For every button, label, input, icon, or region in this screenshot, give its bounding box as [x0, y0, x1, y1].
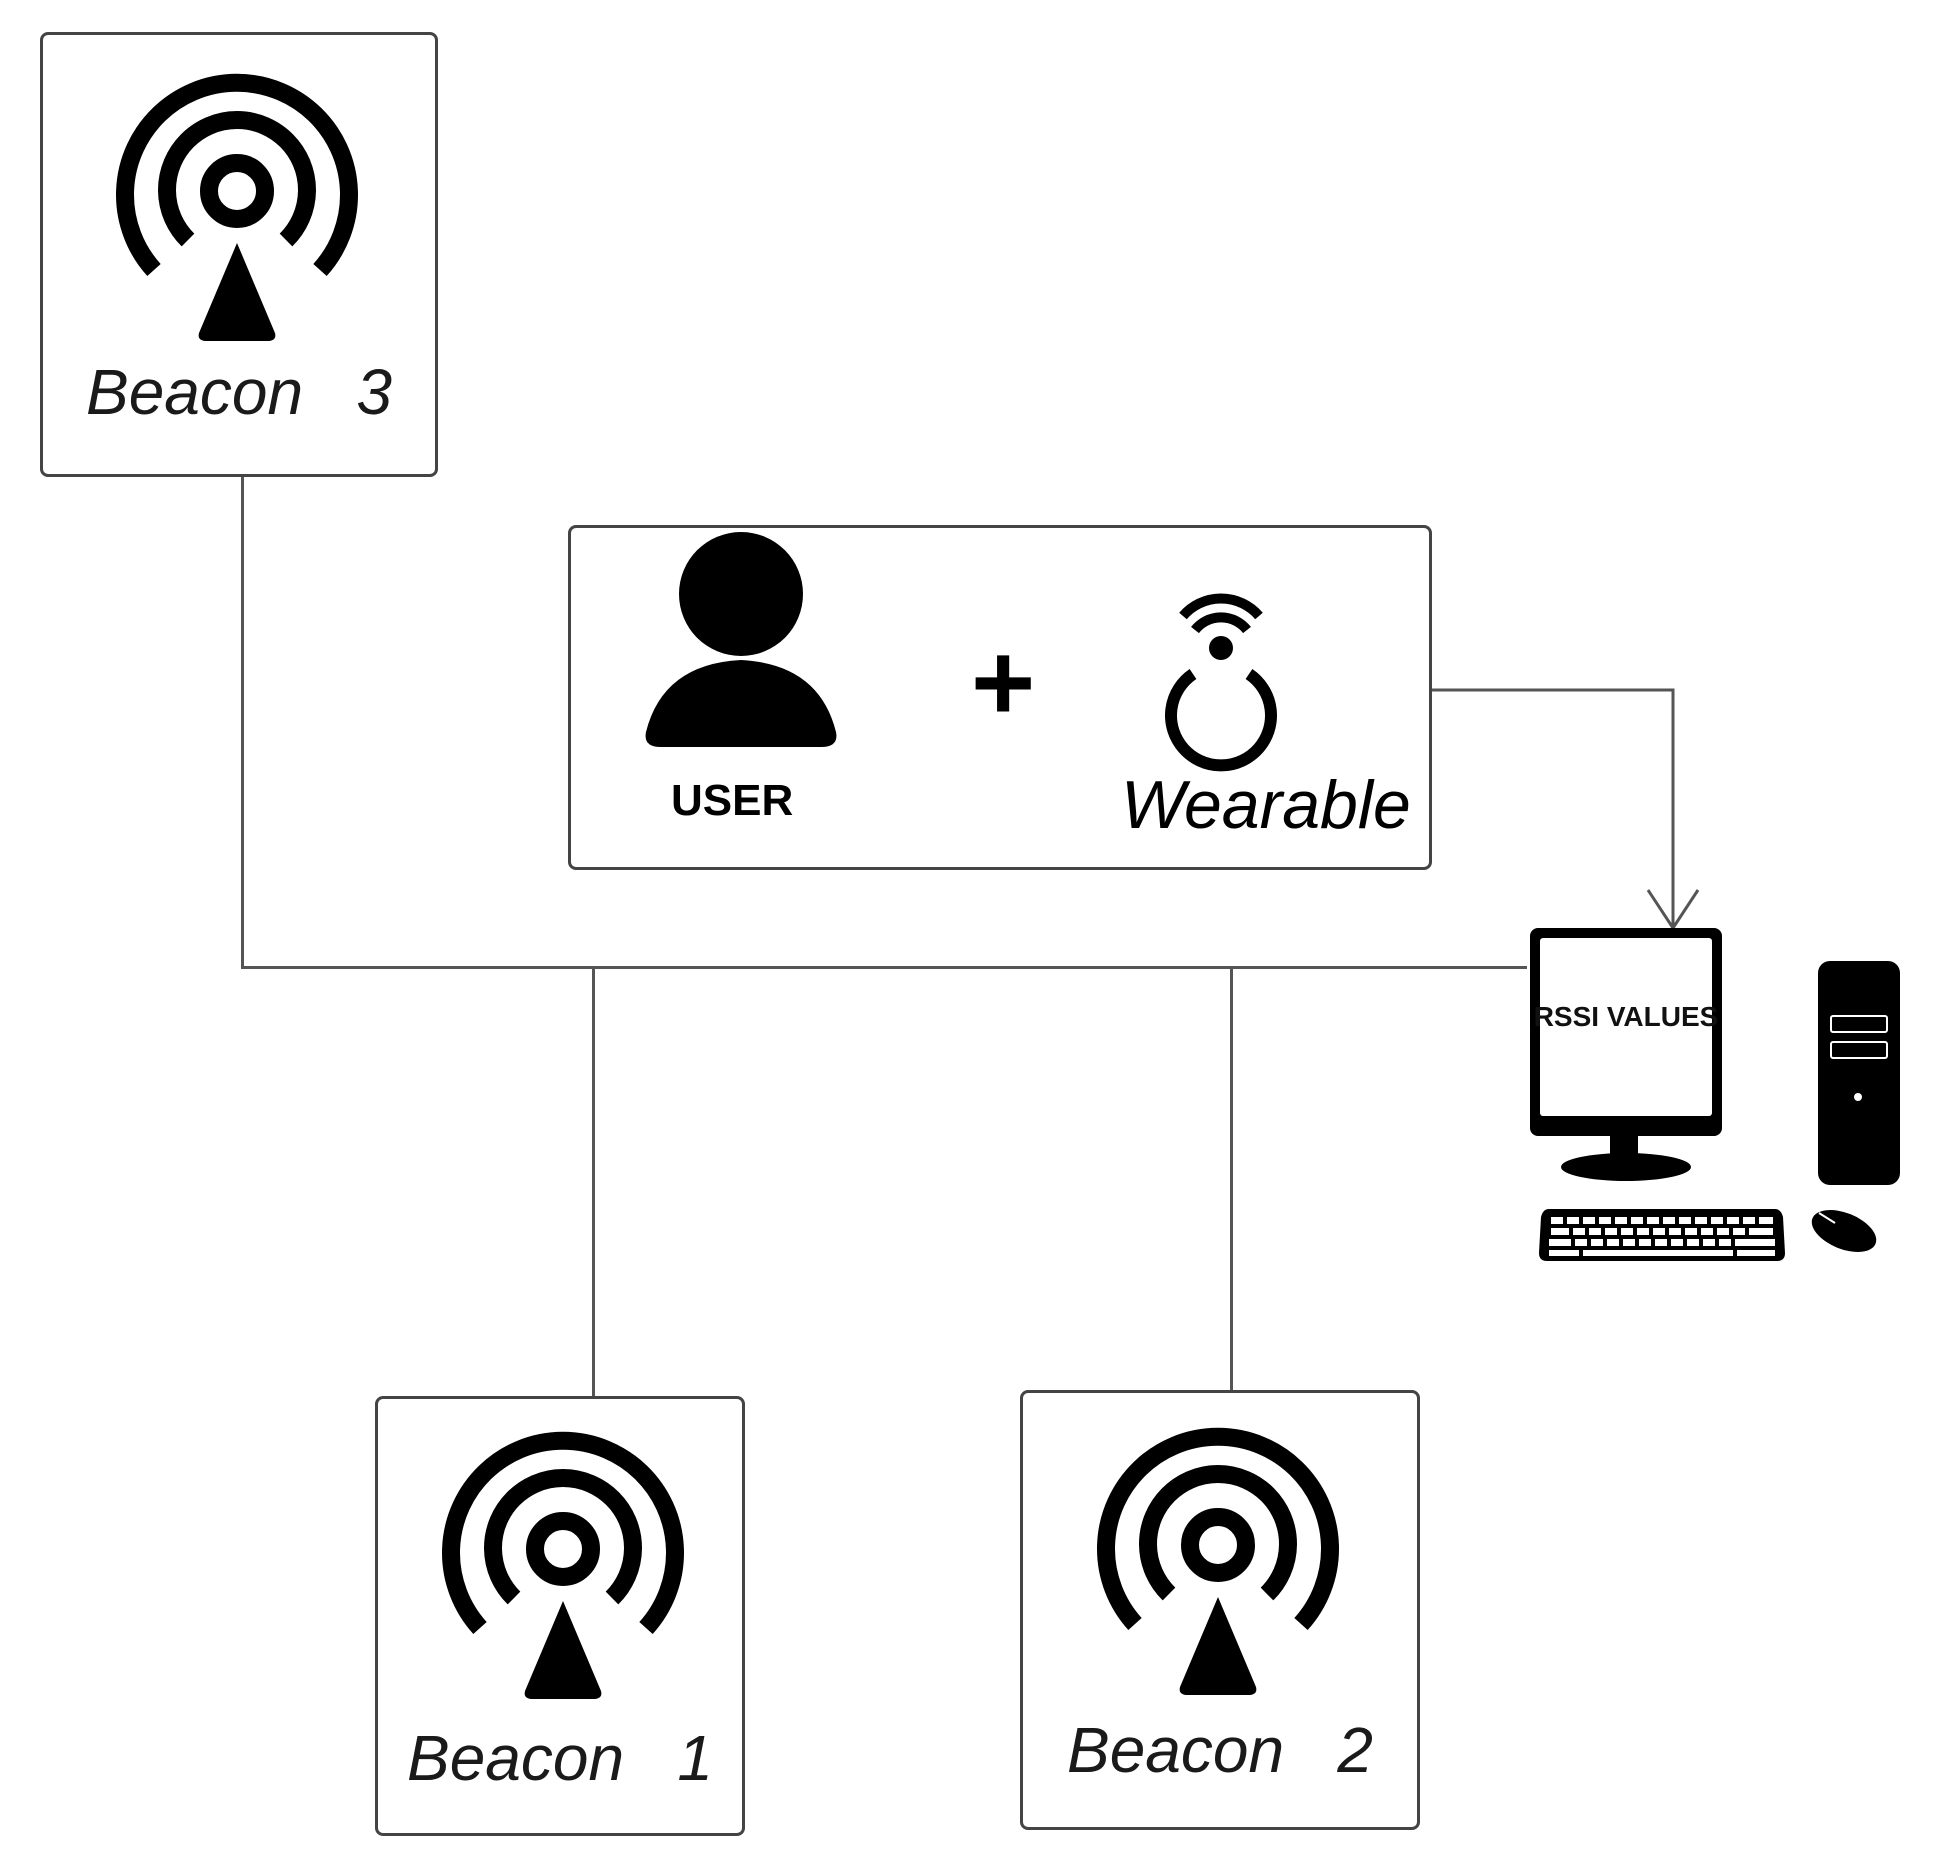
rssi-values-text: RSSI VALUES [1533, 1001, 1719, 1032]
desktop-computer-icon: RSSI VALUES [1525, 925, 1915, 1270]
drive-bay [1830, 1041, 1888, 1059]
broadcast-antenna-icon [116, 73, 358, 341]
monitor-base [1561, 1153, 1691, 1181]
keyboard-icon [1539, 1209, 1785, 1261]
power-light [1854, 1093, 1862, 1101]
user-label: USER [671, 776, 794, 825]
wireless-ring-icon [1165, 593, 1277, 772]
beacon-1-box: Beacon 1 [375, 1396, 745, 1836]
connector-horizontal-bus [241, 966, 1527, 969]
beacon-2-box: Beacon 2 [1020, 1390, 1420, 1830]
computer-tower [1818, 961, 1900, 1185]
broadcast-antenna-icon [1097, 1427, 1339, 1695]
wearable-label: Wearable [1121, 767, 1411, 843]
plus-sign: + [971, 621, 1036, 744]
mouse-icon [1811, 1210, 1877, 1252]
beacon-label: Beacon 2 [1067, 1714, 1373, 1786]
connector-beacon3-vertical [241, 477, 244, 969]
beacon-3-box: Beacon 3 [40, 32, 438, 477]
connector-beacon2-vertical [1230, 966, 1233, 1390]
monitor: RSSI VALUES [1530, 928, 1722, 1136]
user-wearable-panel: USER + Wearable [568, 525, 1432, 870]
drive-bay [1830, 1015, 1888, 1033]
beacon-label: Beacon 3 [86, 356, 392, 428]
user-silhouette-icon [645, 532, 837, 747]
monitor-screen: RSSI VALUES [1534, 938, 1718, 1116]
connector-beacon1-vertical [592, 966, 595, 1396]
beacon-label: Beacon 1 [407, 1722, 713, 1794]
broadcast-antenna-icon [442, 1431, 684, 1699]
